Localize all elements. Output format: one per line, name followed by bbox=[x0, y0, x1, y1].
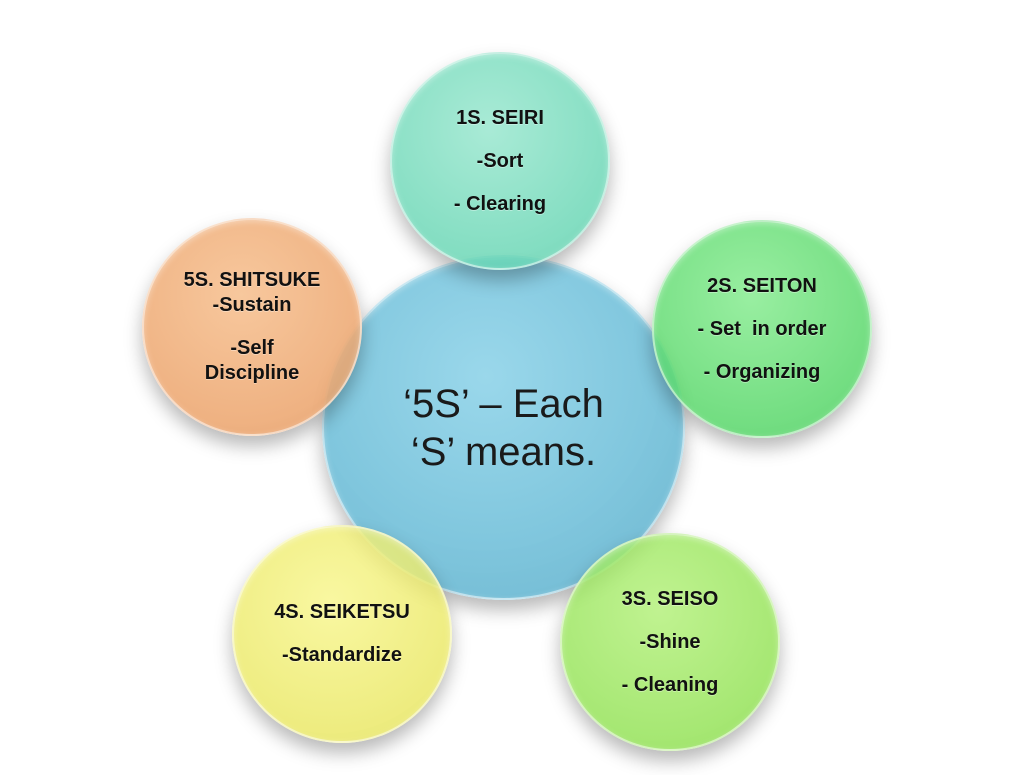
shitsuke-circle: 5S. SHITSUKE -Sustain -Self Discipline bbox=[142, 218, 362, 436]
shitsuke-heading: 5S. SHITSUKE bbox=[183, 269, 321, 291]
seiketsu-circle: 4S. SEIKETSU -Standardize bbox=[232, 525, 452, 743]
seiso-line-1: -Shine bbox=[639, 630, 701, 653]
seiso-heading: 3S. SEISO bbox=[621, 587, 719, 610]
shitsuke-line-2: -Self bbox=[230, 337, 274, 359]
seiton-line-1: - Set in order bbox=[697, 317, 827, 340]
shitsuke-line-3: Discipline bbox=[204, 362, 300, 384]
seiton-heading: 2S. SEITON bbox=[707, 274, 817, 297]
seiton-line-2: - Organizing bbox=[703, 360, 821, 383]
seiketsu-heading: 4S. SEIKETSU bbox=[274, 601, 410, 623]
seiketsu-line-1: -Standardize bbox=[281, 644, 403, 666]
shitsuke-line-1: -Sustain bbox=[212, 294, 292, 316]
seiri-line-2: - Clearing bbox=[453, 192, 547, 215]
seiri-line-1: -Sort bbox=[476, 149, 524, 172]
seiso-line-2: - Cleaning bbox=[621, 673, 719, 696]
center-title-line-1: ‘5S’ – Each bbox=[403, 381, 604, 426]
seiso-circle: 3S. SEISO -Shine - Cleaning bbox=[560, 533, 780, 751]
center-title-line-2: ‘S’ means. bbox=[410, 429, 597, 474]
seiri-heading: 1S. SEIRI bbox=[456, 106, 544, 129]
seiri-circle: 1S. SEIRI -Sort - Clearing bbox=[390, 52, 610, 270]
seiton-circle: 2S. SEITON - Set in order - Organizing bbox=[652, 220, 872, 438]
